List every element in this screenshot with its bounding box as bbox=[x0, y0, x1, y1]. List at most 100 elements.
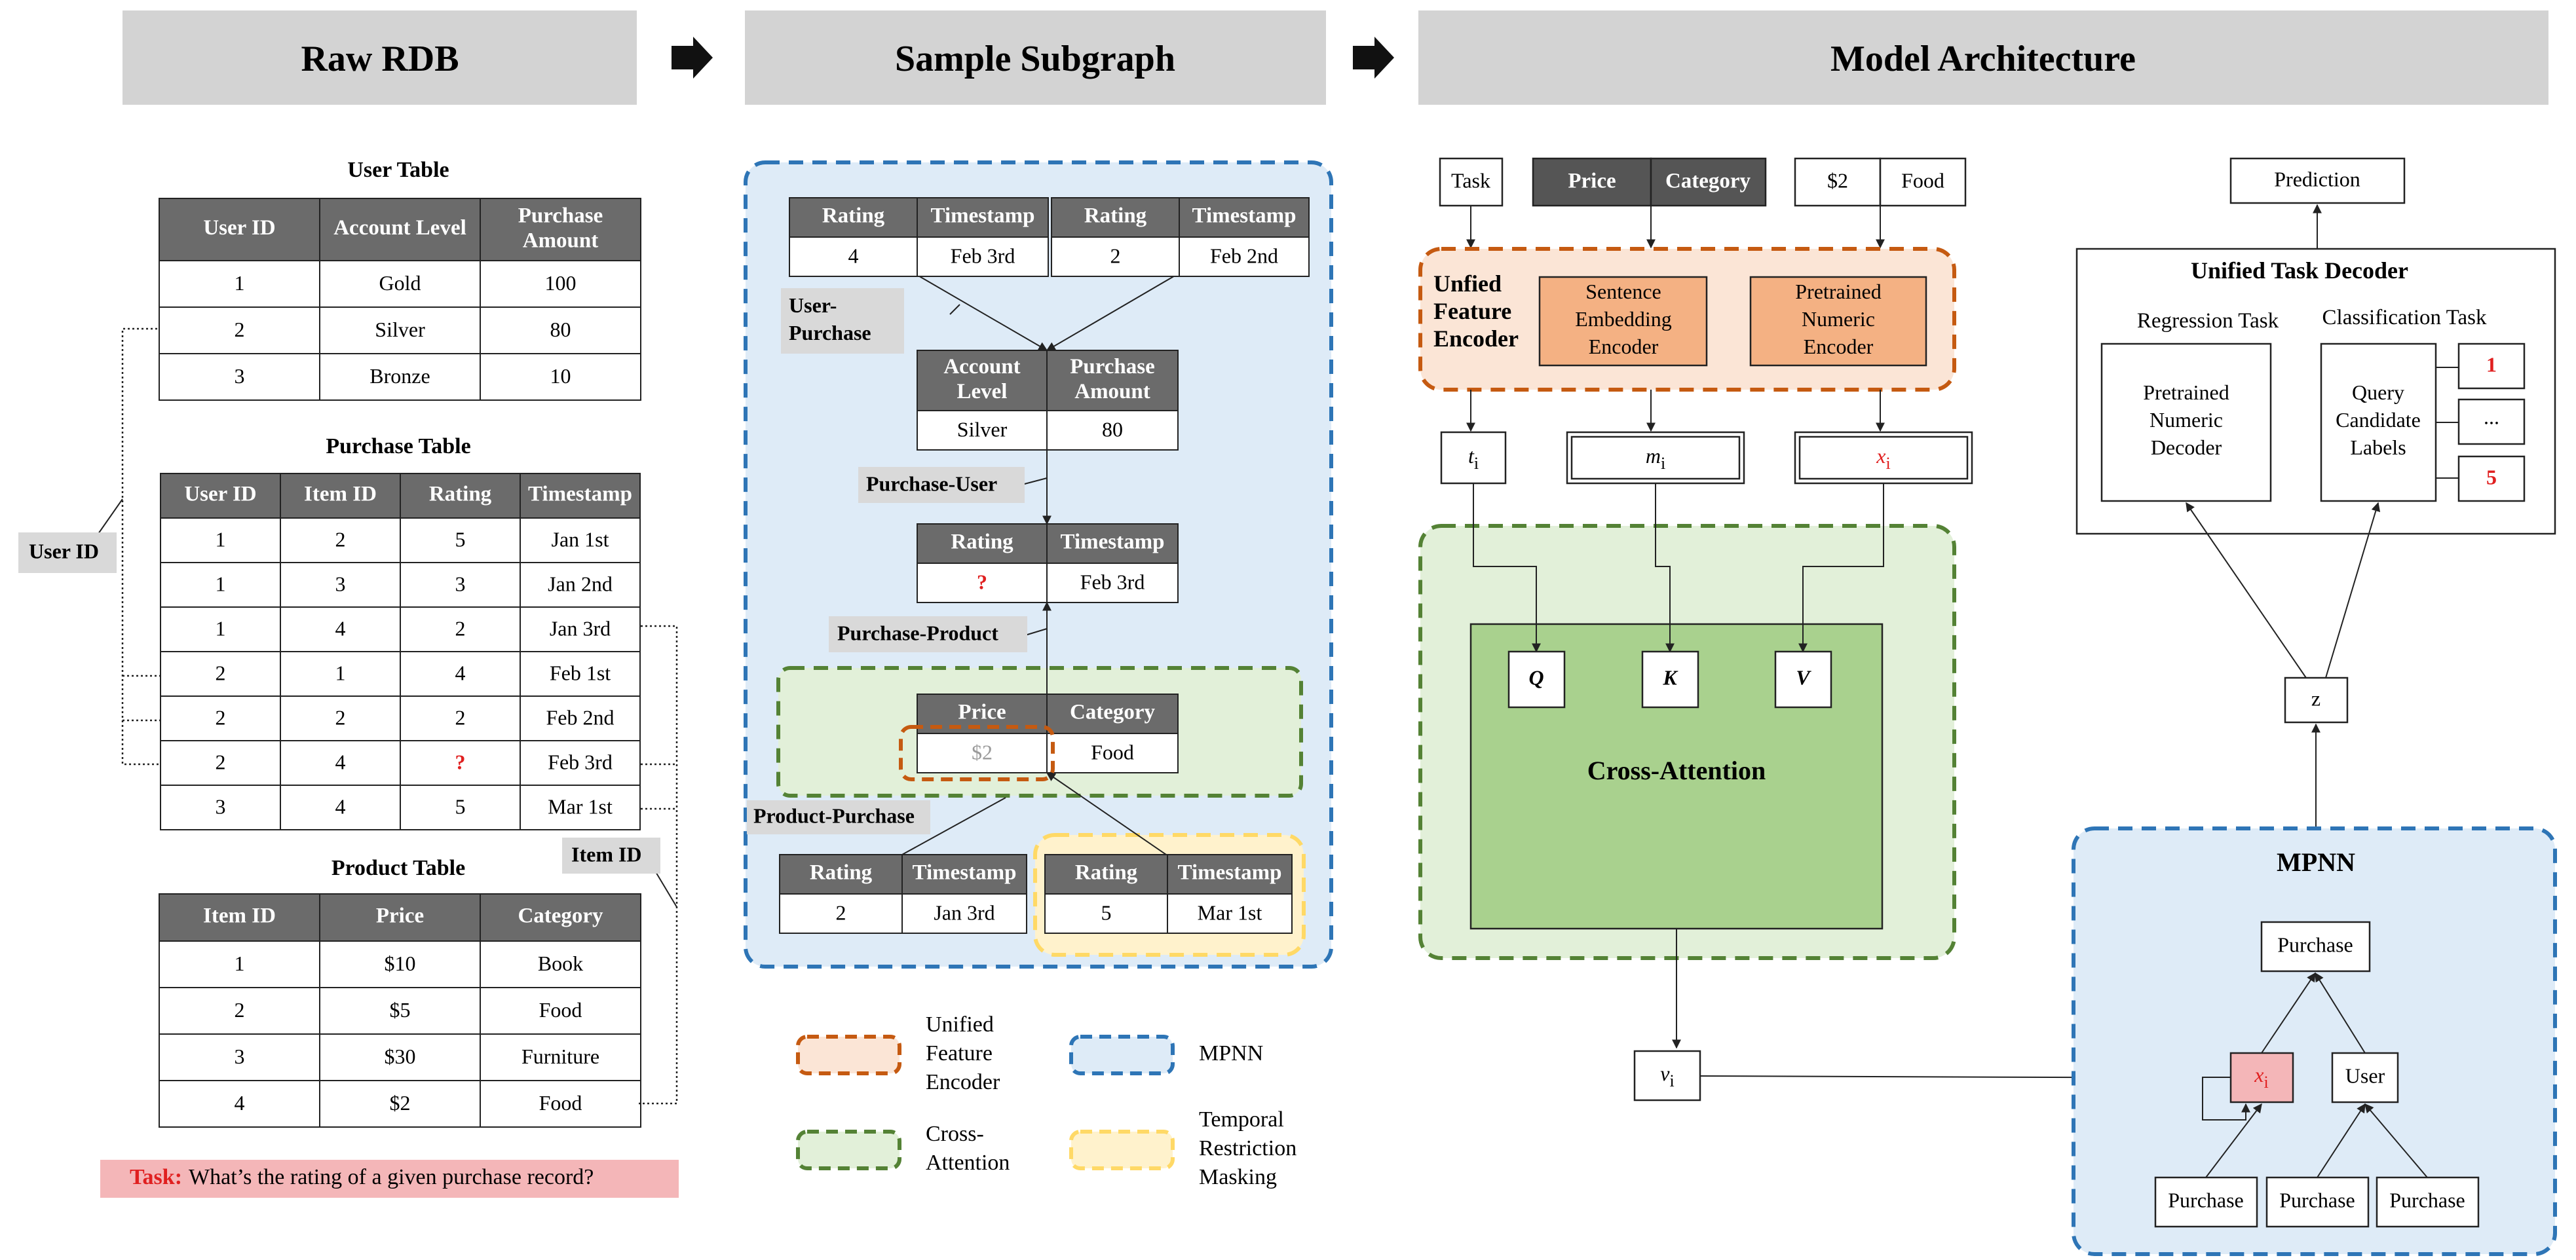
table-cell bbox=[901, 893, 1027, 934]
edge bbox=[2261, 972, 2316, 1054]
table-cell-text: Gold bbox=[379, 271, 421, 295]
table-cell bbox=[520, 740, 641, 786]
text-line: Cross- bbox=[926, 1122, 984, 1146]
edge bbox=[1798, 483, 1884, 653]
table-cell bbox=[917, 410, 1048, 451]
text-line: Level bbox=[957, 380, 1008, 403]
table-cell bbox=[480, 353, 641, 401]
table-cell-text: 3 bbox=[216, 794, 226, 818]
decoder-title: Unified Task Decoder bbox=[2191, 257, 2408, 284]
table-cell bbox=[159, 1033, 320, 1081]
text-line: Masking bbox=[1199, 1165, 1277, 1189]
t-subscript: i bbox=[1474, 454, 1479, 473]
table-header-text: Rating bbox=[1075, 861, 1138, 885]
edge bbox=[1046, 274, 1177, 351]
t-symbol: t bbox=[1468, 444, 1475, 468]
table-cell-text: 2 bbox=[235, 318, 245, 341]
text-line: Encoder bbox=[1433, 325, 1519, 352]
table-cell-text: 2 bbox=[216, 705, 226, 729]
table-header-text: Price bbox=[376, 904, 424, 928]
table-header-cell bbox=[1051, 197, 1180, 238]
candidate-1: 1 bbox=[2486, 352, 2497, 376]
mpnn-title: MPNN bbox=[2277, 847, 2355, 877]
t-embedding: ti bbox=[1468, 444, 1479, 473]
table-cell-text: Mar 1st bbox=[548, 794, 613, 818]
food-value-box bbox=[1879, 157, 1967, 207]
text-line: Restriction bbox=[1199, 1136, 1297, 1160]
header-model-architecture: Model Architecture bbox=[1830, 39, 2136, 79]
table-cell-text: 3 bbox=[235, 364, 245, 388]
table-cell-text: Bronze bbox=[369, 364, 430, 388]
table-cell-text: $2 bbox=[972, 740, 993, 764]
table-cell-text: ? bbox=[977, 570, 987, 593]
table-cell-text: Mar 1st bbox=[1198, 900, 1262, 924]
table-cell-text: Book bbox=[538, 952, 583, 975]
edge bbox=[2186, 502, 2307, 678]
table-header-cell bbox=[1179, 197, 1310, 238]
table-cell-text: 2 bbox=[455, 616, 466, 640]
product-purchase-label-bg bbox=[747, 800, 930, 834]
product-table-title: Product Table bbox=[331, 856, 465, 880]
table-header-text: Timestamp bbox=[1061, 530, 1165, 554]
item-id-connector bbox=[639, 625, 678, 1105]
label-pointer bbox=[1021, 477, 1048, 485]
table-cell-text: 1 bbox=[216, 527, 226, 551]
table-cell-text: 100 bbox=[545, 271, 577, 295]
table-cell bbox=[520, 651, 641, 697]
table-cell-text: $2 bbox=[390, 1091, 411, 1115]
table-cell bbox=[480, 1080, 641, 1128]
text-line: Numeric bbox=[1802, 307, 1875, 331]
table-cell bbox=[789, 236, 918, 277]
table-cell bbox=[280, 785, 401, 830]
table-cell-text: Feb 3rd bbox=[951, 244, 1015, 267]
user-table-title: User Table bbox=[347, 158, 449, 182]
mpnn-bottom-purchase-box bbox=[2376, 1176, 2480, 1228]
v-output-box bbox=[1633, 1050, 1701, 1102]
mpnn-x: xi bbox=[2254, 1063, 2268, 1092]
purchase-table-title: Purchase Table bbox=[326, 434, 470, 458]
table-cell-text: Jan 3rd bbox=[550, 616, 611, 640]
z-box bbox=[2284, 676, 2349, 724]
edge bbox=[1473, 483, 1541, 653]
edge bbox=[2364, 1103, 2428, 1178]
item-id-pointer bbox=[654, 870, 677, 908]
table-cell bbox=[1167, 893, 1293, 934]
text-line: Unified bbox=[926, 1012, 994, 1037]
table-cell-text: 2 bbox=[216, 661, 226, 684]
label-pointer bbox=[949, 304, 960, 315]
price-value-box bbox=[1794, 157, 1882, 207]
table-cell-text: 4 bbox=[335, 616, 346, 640]
table-header-text: User ID bbox=[184, 483, 256, 506]
table-header-text: Price bbox=[958, 701, 1006, 724]
legend-label: Cross-Attention bbox=[926, 1122, 1010, 1175]
table-header-cell bbox=[789, 197, 918, 238]
table-cell-text: 2 bbox=[1110, 244, 1121, 267]
text-line: Feature bbox=[926, 1041, 993, 1065]
table-cell bbox=[520, 785, 641, 830]
text-line: Pretrained bbox=[2143, 380, 2229, 404]
t-embedding-box bbox=[1440, 431, 1507, 485]
classification-task-label: Classification Task bbox=[2322, 306, 2487, 329]
table-cell-text: Food bbox=[539, 998, 582, 1022]
arrow-icon bbox=[1353, 37, 1394, 79]
table-header-cell bbox=[917, 523, 1048, 564]
legend-swatch bbox=[796, 1035, 901, 1075]
task-label: Task: bbox=[130, 1165, 182, 1189]
table-cell-text: Food bbox=[539, 1091, 582, 1115]
edge bbox=[901, 797, 1006, 855]
table-cell bbox=[1044, 893, 1168, 934]
header-subgraph-bg bbox=[745, 10, 1326, 105]
table-header-cell bbox=[1046, 694, 1179, 734]
text-line: Purchase bbox=[789, 321, 871, 344]
table-header-text: Account Level bbox=[333, 216, 466, 240]
table-cell-text: 3 bbox=[235, 1045, 245, 1068]
item-id-label-bg bbox=[562, 838, 660, 874]
table-cell bbox=[480, 940, 641, 988]
table-cell bbox=[400, 785, 521, 830]
